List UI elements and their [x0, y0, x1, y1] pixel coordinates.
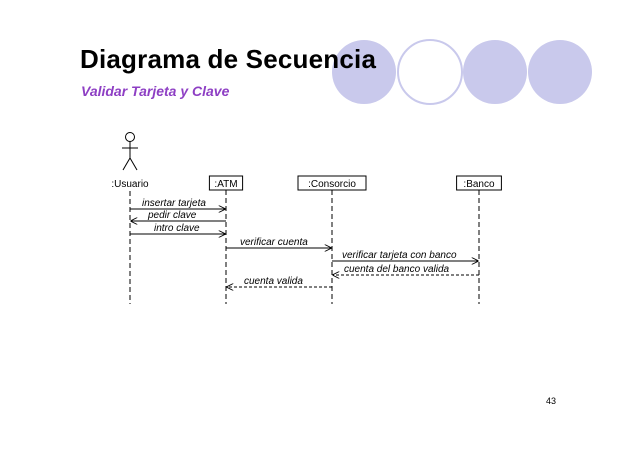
message-label: pedir clave	[147, 210, 197, 221]
participant-label: :Consorcio	[308, 179, 356, 190]
message-label: verificar cuenta	[240, 237, 308, 248]
message-label: cuenta del banco valida	[344, 264, 450, 275]
slide-title: Diagrama de Secuencia	[80, 44, 377, 74]
actor-leg	[129, 157, 138, 171]
message-label: verificar tarjeta con banco	[342, 250, 457, 261]
slide-subtitle: Validar Tarjeta y Clave	[81, 83, 230, 99]
actor-leg	[122, 157, 131, 171]
decorative-circle	[528, 40, 592, 104]
page-number: 43	[546, 396, 557, 406]
participant-label: :ATM	[214, 179, 237, 190]
participant-label: :Banco	[463, 179, 495, 190]
participant-label: :Usuario	[111, 179, 149, 190]
message-label: cuenta valida	[244, 276, 303, 287]
decorative-circle	[463, 40, 527, 104]
message-label: insertar tarjeta	[142, 198, 206, 209]
actor-head	[125, 132, 135, 142]
message-label: intro clave	[154, 223, 200, 234]
decorative-circle	[332, 40, 396, 104]
decorative-circle	[397, 39, 463, 105]
